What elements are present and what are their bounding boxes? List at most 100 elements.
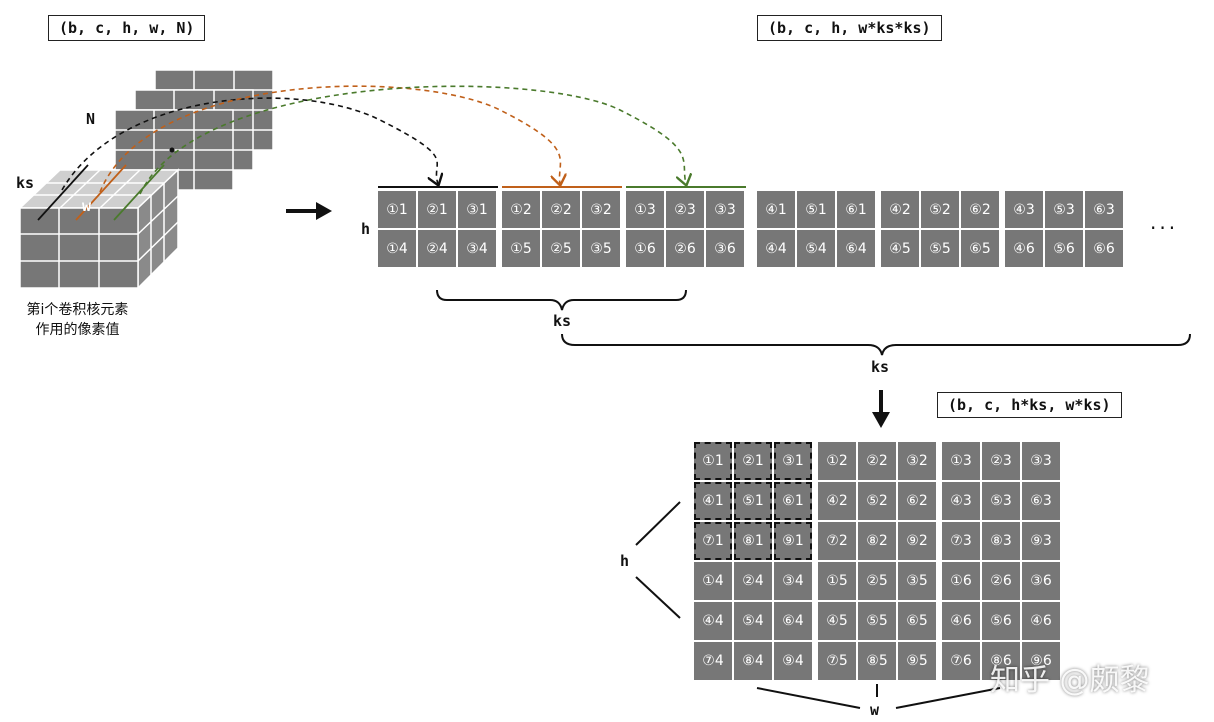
mid-cell: ②4 — [418, 230, 456, 267]
mid-cell: ⑤6 — [1045, 230, 1083, 267]
n-axis-label: N — [86, 110, 96, 128]
output-cell: ②6 — [982, 562, 1020, 600]
output-cell: ③1 — [774, 442, 812, 480]
output-cell: ④5 — [818, 602, 856, 640]
output-cell: ③2 — [898, 442, 936, 480]
mid-cell: ⑥3 — [1085, 191, 1123, 228]
mid-cell: ①3 — [626, 191, 664, 228]
output-cell: ⑦6 — [942, 642, 980, 680]
mid-cell: ④1 — [757, 191, 795, 228]
kernel-caption: 第i个卷积核元素 作用的像素值 — [10, 300, 145, 340]
output-cell: ①5 — [818, 562, 856, 600]
output-cell: ⑨5 — [898, 642, 936, 680]
output-cell: ①4 — [694, 562, 732, 600]
h-label-out: h — [620, 552, 630, 570]
output-cell: ⑤5 — [858, 602, 896, 640]
output-cell: ②1 — [734, 442, 772, 480]
output-cell: ⑨3 — [1022, 522, 1060, 560]
ks-brace-big-label: ks — [871, 358, 890, 376]
output-cell: ⑧6 — [982, 642, 1020, 680]
down-arrow-icon — [872, 390, 890, 428]
h-label-mid: h — [361, 220, 371, 238]
right-arrow-icon — [286, 202, 332, 220]
output-cell: ④4 — [694, 602, 732, 640]
output-cell: ④3 — [942, 482, 980, 520]
mid-cell: ⑤3 — [1045, 191, 1083, 228]
black-dashed-arrow — [61, 97, 438, 191]
mid-cell: ④5 — [881, 230, 919, 267]
output-cell: ②3 — [982, 442, 1020, 480]
ks-small-brace — [436, 289, 687, 311]
output-cell: ④6 — [942, 602, 980, 640]
ks-big-brace — [561, 333, 1191, 356]
output-cell: ⑤4 — [734, 602, 772, 640]
mid-cell: ⑤1 — [797, 191, 835, 228]
front-cube — [18, 147, 180, 290]
output-cell: ⑥1 — [774, 482, 812, 520]
mid-cell: ②5 — [542, 230, 580, 267]
ellipsis: ··· — [1150, 216, 1179, 240]
kernel-caption-line2: 作用的像素值 — [35, 322, 120, 338]
output-cell: ⑨1 — [774, 522, 812, 560]
mid-cell: ④6 — [1005, 230, 1043, 267]
mid-cell: ⑤2 — [921, 191, 959, 228]
w-axis-label: w — [82, 197, 92, 215]
output-cell: ③4 — [774, 562, 812, 600]
mid-cell: ③6 — [706, 230, 744, 267]
output-cell: ⑦5 — [818, 642, 856, 680]
output-cell: ③3 — [1022, 442, 1060, 480]
output-cell: ⑦2 — [818, 522, 856, 560]
output-cell: ④6 — [1022, 602, 1060, 640]
mid-cell: ①2 — [502, 191, 540, 228]
mid-cell: ⑥6 — [1085, 230, 1123, 267]
output-cell: ⑤6 — [982, 602, 1020, 640]
mid-cell: ②6 — [666, 230, 704, 267]
mid-cell: ⑥1 — [837, 191, 875, 228]
output-cell: ①2 — [818, 442, 856, 480]
output-cell: ③6 — [1022, 562, 1060, 600]
output-cell: ⑤2 — [858, 482, 896, 520]
w-label-out: w — [870, 701, 880, 719]
output-cell: ⑧2 — [858, 522, 896, 560]
output-cell: ⑨4 — [774, 642, 812, 680]
input-shape-label: (b, c, h, w, N) — [48, 15, 206, 41]
mid-cell: ①4 — [378, 230, 416, 267]
w-line-right — [895, 687, 1001, 709]
output-shape-label: (b, c, h*ks, w*ks) — [937, 392, 1122, 418]
output-cell: ②4 — [734, 562, 772, 600]
output-cell: ⑦1 — [694, 522, 732, 560]
output-cell: ⑥2 — [898, 482, 936, 520]
ks-axis-label: ks — [16, 174, 35, 192]
output-cell: ②5 — [858, 562, 896, 600]
mid-cell: ⑥2 — [961, 191, 999, 228]
mid-cell: ④4 — [757, 230, 795, 267]
output-cell: ④2 — [818, 482, 856, 520]
mid-cell: ②2 — [542, 191, 580, 228]
mid-cell: ⑤5 — [921, 230, 959, 267]
mid-cell: ③5 — [582, 230, 620, 267]
output-cell: ⑦4 — [694, 642, 732, 680]
mid-cell: ④3 — [1005, 191, 1043, 228]
output-cell: ⑥4 — [774, 602, 812, 640]
output-cell: ⑧1 — [734, 522, 772, 560]
output-cell: ⑨6 — [1022, 642, 1060, 680]
output-cell: ⑥3 — [1022, 482, 1060, 520]
kernel-caption-line1: 第i个卷积核元素 — [26, 302, 129, 318]
mid-cell: ③1 — [458, 191, 496, 228]
mid-cell: ⑥5 — [961, 230, 999, 267]
output-cell: ⑧5 — [858, 642, 896, 680]
mid-cell: ②1 — [418, 191, 456, 228]
output-cell: ②2 — [858, 442, 896, 480]
mid-shape-label: (b, c, h, w*ks*ks) — [757, 15, 942, 41]
output-cell: ①6 — [942, 562, 980, 600]
